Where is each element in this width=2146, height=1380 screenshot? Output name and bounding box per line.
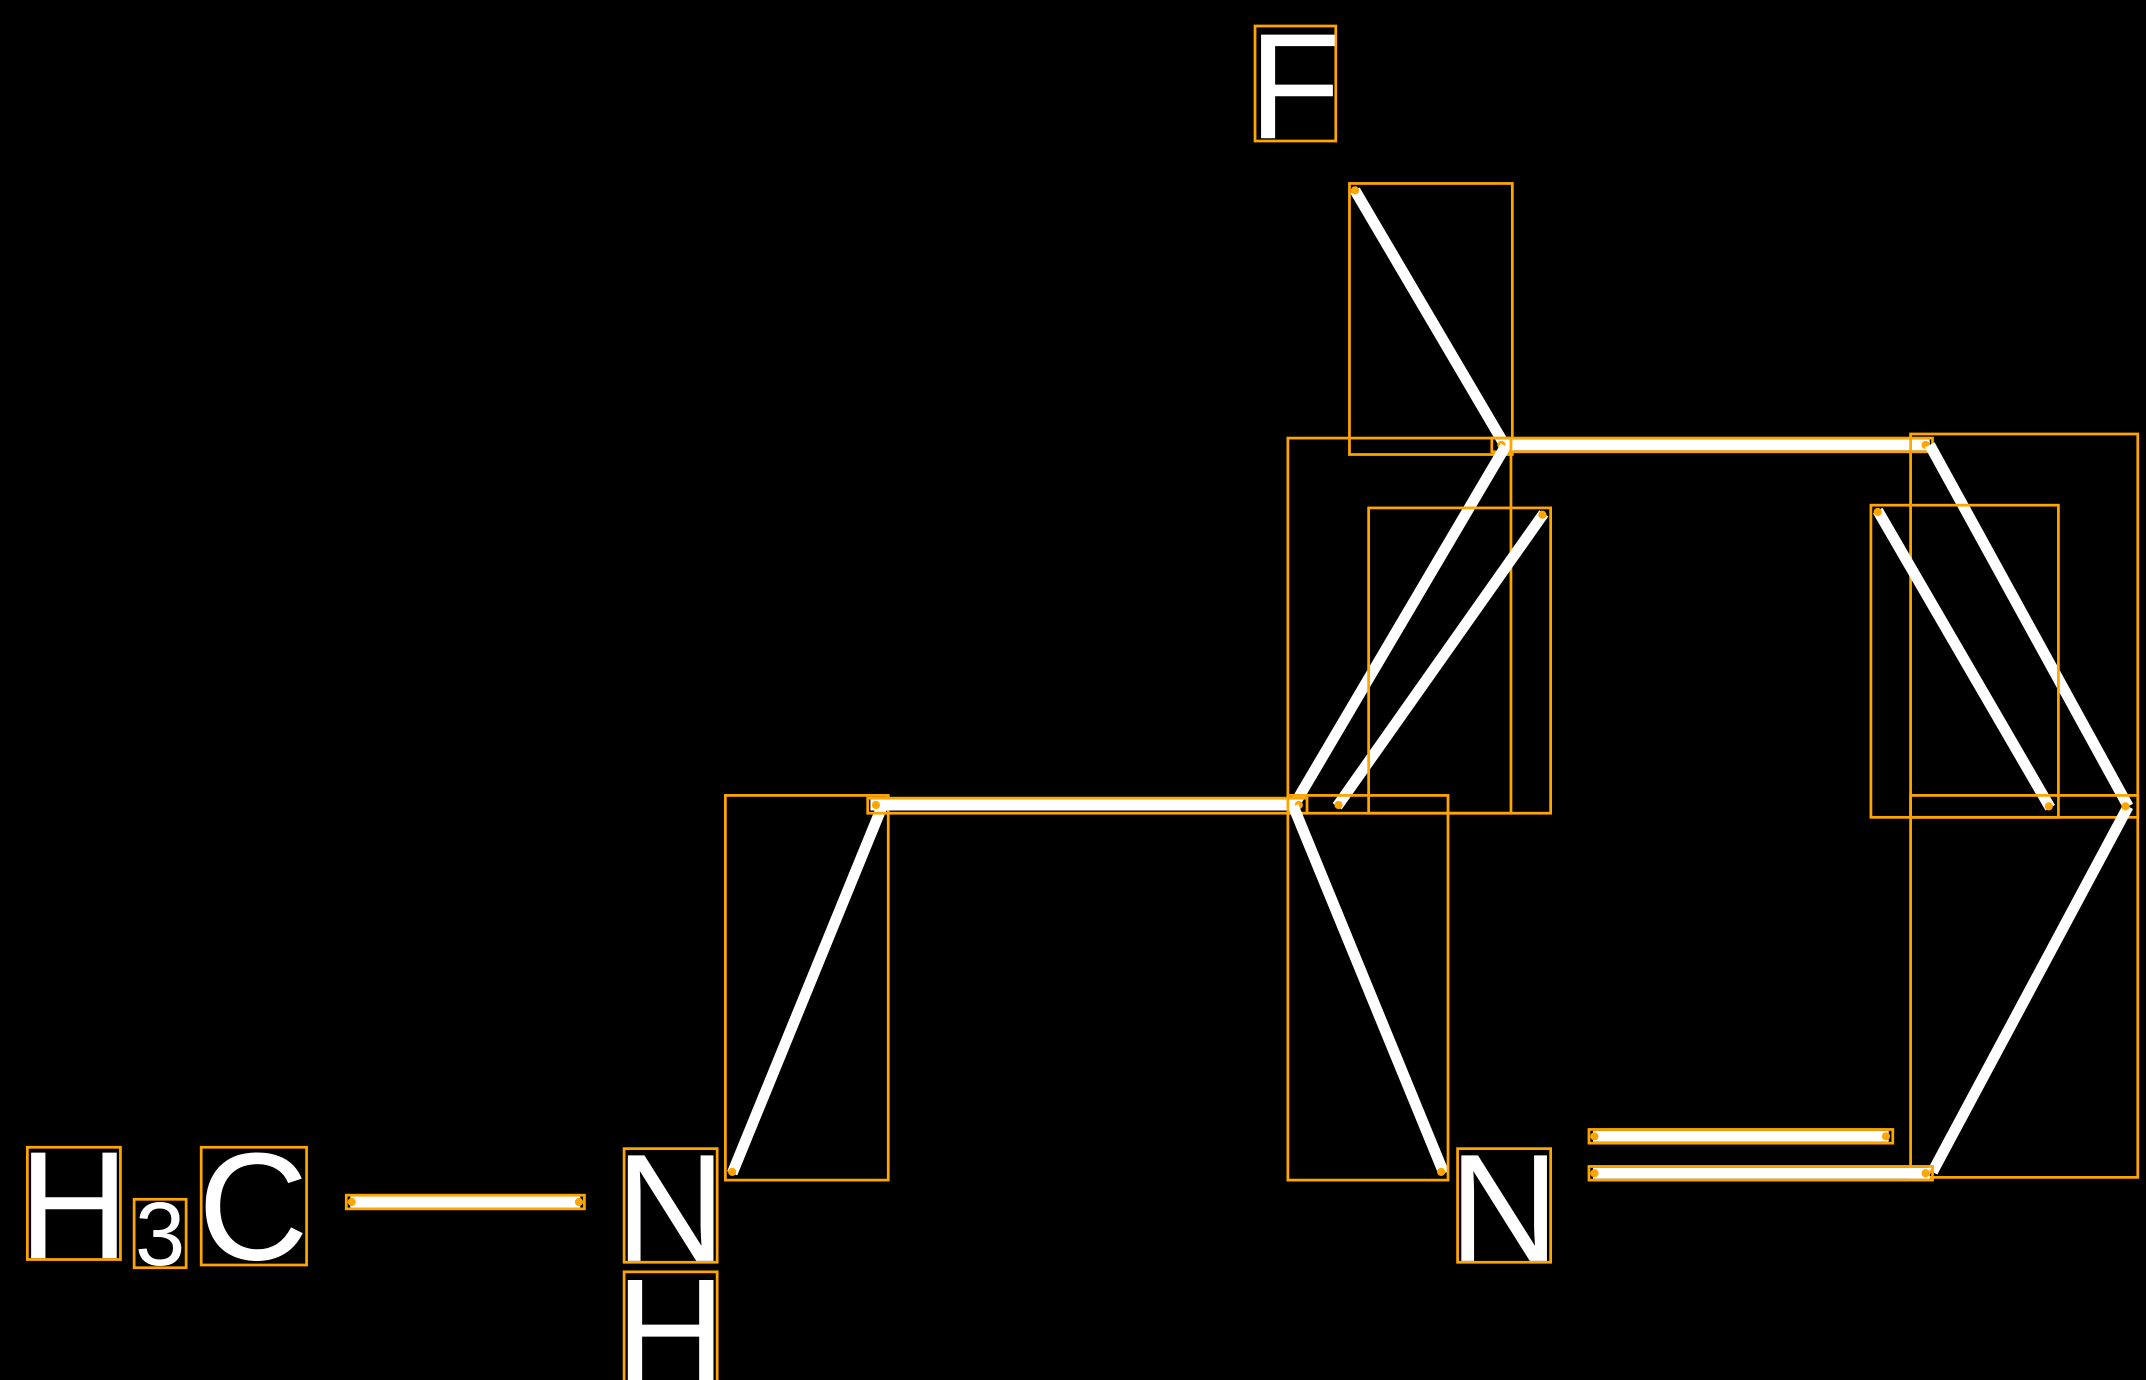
bond-ring-to-n	[1286, 794, 1450, 1182]
bond-ring-left-outer	[1286, 436, 1513, 815]
atom-label-n: N	[615, 1123, 726, 1294]
bounding-box	[199, 1145, 308, 1267]
atom-f: F	[1249, 2, 1341, 170]
atom-label-subscript: 3	[135, 1184, 185, 1285]
bounding-box	[1253, 24, 1338, 143]
bond-top-horizontal	[1490, 436, 1934, 454]
bond-c-f	[1348, 182, 1514, 456]
bond-double-n-1	[1587, 1128, 1895, 1145]
atom-label-c: C	[198, 1122, 309, 1293]
atom-ring-n: N	[1449, 1123, 1560, 1294]
bounding-box	[622, 1270, 719, 1380]
bounding-box	[132, 1197, 188, 1270]
bounding-box	[622, 1147, 719, 1264]
bond-methyl-n	[344, 1193, 586, 1211]
atom-label-f: F	[1249, 2, 1341, 170]
bounding-box	[1456, 1147, 1553, 1264]
atom-label-h: H	[615, 1247, 726, 1380]
bond-ring-right-inner	[1869, 503, 2060, 819]
atom-label-h: H	[19, 1120, 130, 1291]
bond-double-n-2	[1587, 1165, 1934, 1182]
bond-ring-bottom-right	[1909, 794, 2140, 1179]
bounding-box	[26, 1145, 122, 1261]
bond-ring-left-inner	[1332, 506, 1553, 815]
bond-nh-ring	[724, 794, 890, 1182]
atom-nh: N H	[615, 1123, 726, 1380]
atom-label-n: N	[1449, 1123, 1560, 1294]
atom-h3c: H 3 C	[19, 1120, 309, 1292]
bond-middle-horizontal	[866, 796, 1309, 815]
